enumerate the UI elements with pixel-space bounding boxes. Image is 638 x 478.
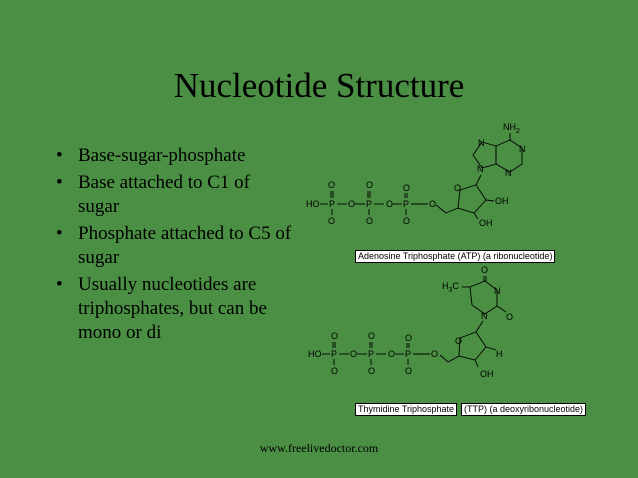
ttp-p: P <box>368 349 374 359</box>
atp-o: O <box>328 216 335 226</box>
ttp-h: H <box>496 349 503 359</box>
ttp-o: O <box>388 349 395 359</box>
ttp-p: P <box>405 349 411 359</box>
ttp-o: O <box>405 333 412 343</box>
ttp-o: O <box>331 331 338 341</box>
atp-oh: OH <box>479 218 493 228</box>
atp-nh2: NH2 <box>503 122 520 135</box>
ttp-o: O <box>331 366 338 376</box>
bullet-item: Base attached to C1 of sugar <box>52 171 292 219</box>
atp-o: O <box>366 216 373 226</box>
bullet-item: Phosphate attached to C5 of sugar <box>52 222 292 270</box>
atp-o: O <box>366 180 373 190</box>
atp-o: O <box>429 199 436 209</box>
atp-o: O <box>403 183 410 193</box>
ttp-structure: O H3C N O N O H OH HO P O O O P O <box>308 265 513 379</box>
ttp-h3c: H3C <box>442 281 459 294</box>
ttp-o: O <box>431 349 438 359</box>
ttp-o: O <box>481 265 488 275</box>
ttp-n: N <box>494 286 501 296</box>
bullet-item: Usually nucleotides are triphosphates, b… <box>52 273 292 345</box>
ttp-ho: HO <box>308 349 322 359</box>
atp-ho: HO <box>306 199 320 209</box>
atp-structure: NH2 N N N N O OH OH HO P O O O P O O <box>306 122 526 228</box>
atp-n: N <box>478 138 485 148</box>
atp-n: N <box>519 144 526 154</box>
atp-o: O <box>348 199 355 209</box>
ttp-o: O <box>350 349 357 359</box>
atp-oh: OH <box>495 196 509 206</box>
atp-o: O <box>328 180 335 190</box>
ttp-o: O <box>506 312 513 322</box>
bullet-item: Base-sugar-phosphate <box>52 144 292 168</box>
footer-url: www.freelivedoctor.com <box>259 441 379 455</box>
ttp-p: P <box>331 349 337 359</box>
atp-p: P <box>403 199 409 209</box>
atp-o: O <box>454 183 461 193</box>
ttp-o: O <box>368 366 375 376</box>
atp-p: P <box>366 199 372 209</box>
atp-o: O <box>403 216 410 226</box>
ttp-oh: OH <box>480 369 494 379</box>
atp-n: N <box>477 164 484 174</box>
atp-p: P <box>329 199 335 209</box>
ttp-caption-name: Thymidine Triphosphate <box>355 403 458 416</box>
bullet-list: Base-sugar-phosphate Base attached to C1… <box>52 144 292 348</box>
page-title: Nucleotide Structure <box>173 66 465 105</box>
atp-o: O <box>386 199 393 209</box>
atp-n: N <box>505 168 512 178</box>
ttp-o: O <box>368 331 375 341</box>
ttp-o: O <box>455 336 462 346</box>
ttp-caption-type: (TTP) (a deoxyribonucleotide) <box>461 403 587 416</box>
ttp-o: O <box>405 366 412 376</box>
atp-caption: Adenosine Triphosphate (ATP) (a ribonucl… <box>355 250 556 263</box>
ttp-n: N <box>481 311 488 321</box>
